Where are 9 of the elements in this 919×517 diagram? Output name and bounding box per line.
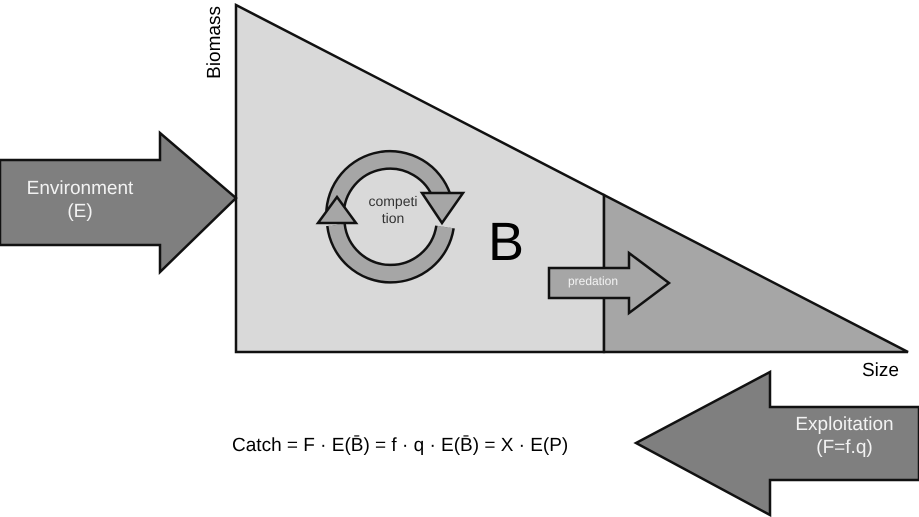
arrow-label: predation	[566, 274, 620, 288]
axis-label: Size	[862, 360, 899, 382]
axis-label: Biomass	[204, 6, 226, 79]
arrow-label: Exploitation (F=f.q)	[794, 414, 895, 460]
block-arrow	[0, 133, 236, 272]
arrow-label: Environment (E)	[26, 178, 134, 224]
formula: Catch = F · E(B̄) = f · q · E(B̄) = X · E(P)	[232, 435, 568, 457]
block-arrow	[549, 253, 669, 313]
region-letter: B	[486, 211, 526, 274]
